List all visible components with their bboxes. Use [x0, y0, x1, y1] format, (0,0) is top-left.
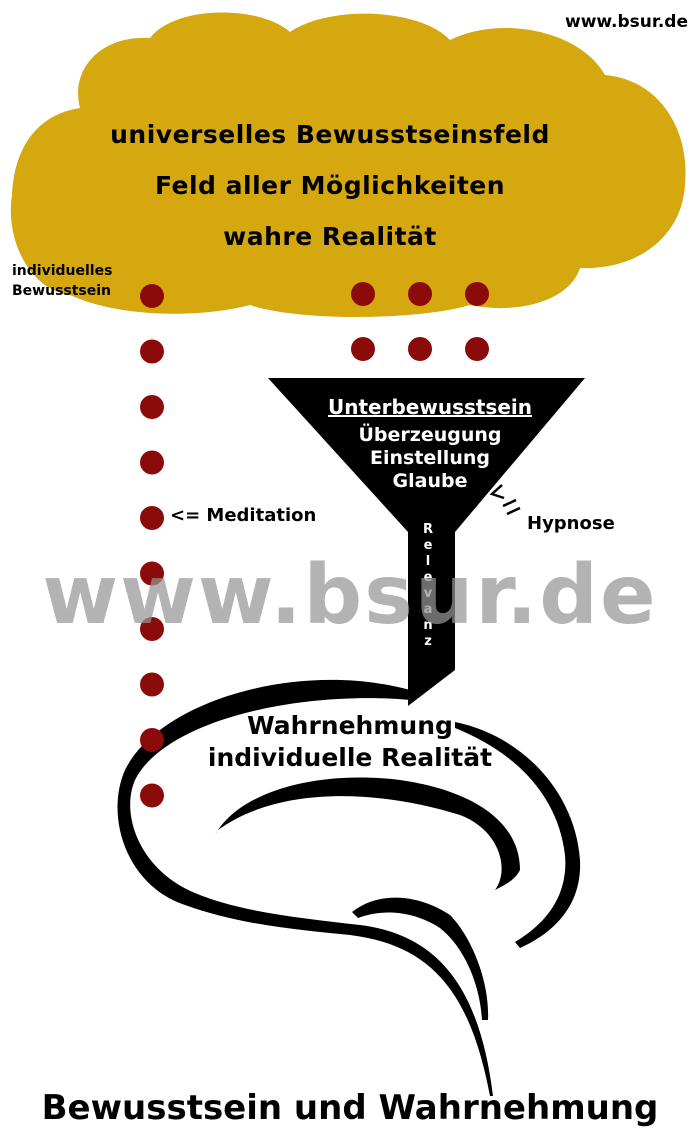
consciousness-dot	[140, 506, 164, 530]
relevance-letter: e	[423, 538, 433, 553]
relevance-label: R e l e v a n z	[412, 522, 444, 650]
perception-line-1: Wahrnehmung	[247, 711, 453, 740]
relevance-letter: n	[423, 618, 433, 633]
meditation-label: <= Meditation	[170, 505, 317, 526]
perception-line-2: individuelle Realität	[207, 743, 493, 772]
individual-consciousness-label: individuelles Bewusstsein	[12, 263, 113, 299]
consciousness-dot	[140, 783, 164, 808]
funnel-item-conviction: Überzeugung	[358, 424, 502, 446]
consciousness-dot	[140, 672, 164, 697]
relevance-letter: R	[422, 522, 433, 537]
cloud-line-1: universelles Bewusstseinsfeld	[110, 120, 550, 149]
consciousness-dots	[140, 282, 489, 808]
consciousness-dot	[465, 282, 489, 306]
site-url: www.bsur.de	[565, 12, 688, 32]
consciousness-cloud	[10, 12, 686, 318]
relevance-letter: e	[423, 570, 433, 585]
consciousness-dot	[351, 337, 375, 361]
consciousness-dot	[408, 282, 432, 306]
cloud-line-2: Feld aller Möglichkeiten	[154, 171, 506, 200]
relevance-letter: l	[425, 554, 431, 569]
relevance-letter: v	[423, 586, 433, 601]
subconscious-funnel	[268, 378, 585, 706]
footer-title: Bewusstsein und Wahrnehmung	[41, 1088, 659, 1128]
funnel-item-attitude: Einstellung	[370, 447, 490, 469]
relevance-letter: a	[423, 602, 433, 617]
consciousness-dot	[465, 337, 489, 361]
brain-outline	[117, 679, 581, 1096]
consciousness-dot	[140, 450, 164, 475]
consciousness-dot	[140, 339, 164, 364]
consciousness-dot	[140, 284, 164, 308]
hypnose-label: Hypnose	[527, 513, 615, 534]
consciousness-dot	[140, 395, 164, 419]
consciousness-dot	[408, 337, 432, 361]
consciousness-dot	[140, 561, 164, 586]
subconscious-title: Unterbewusstsein	[328, 395, 532, 419]
consciousness-dot	[140, 617, 164, 641]
relevance-letter: z	[424, 634, 432, 649]
consciousness-dot	[351, 282, 375, 306]
cloud-line-3: wahre Realität	[223, 222, 437, 251]
hypnose-arrow	[489, 484, 521, 516]
consciousness-dot	[140, 728, 164, 752]
watermark: www.bsur.de	[42, 548, 658, 643]
funnel-item-belief: Glaube	[392, 470, 468, 492]
